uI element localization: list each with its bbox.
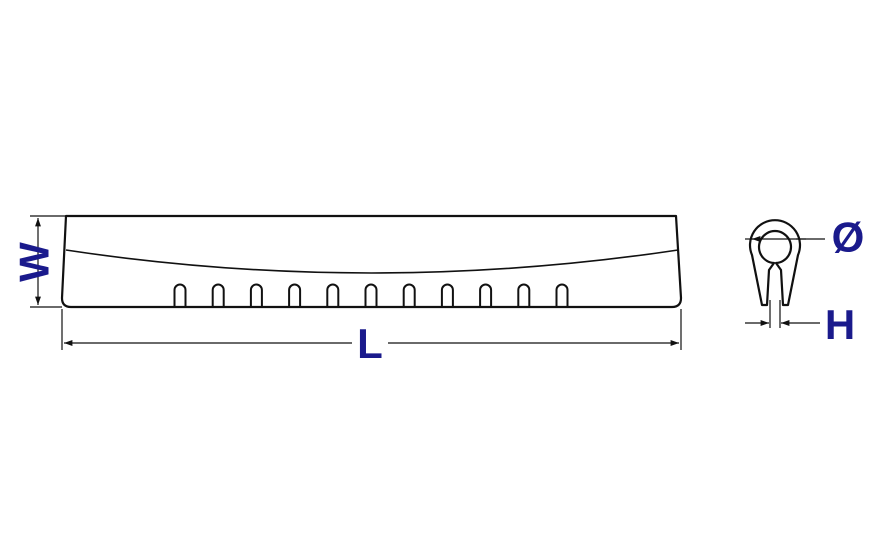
- comb-slot: [288, 283, 302, 307]
- comb-slot: [402, 283, 416, 307]
- comb-slot: [479, 283, 493, 307]
- comb-slot: [326, 283, 340, 307]
- comb-slot: [173, 283, 187, 307]
- w-label: W: [11, 242, 58, 282]
- comb-slot: [249, 283, 263, 307]
- slot-group: [173, 283, 569, 307]
- comb-slot: [555, 283, 569, 307]
- comb-slot: [364, 283, 378, 307]
- diameter-label: Ø: [832, 214, 865, 261]
- comb-slot: [440, 283, 454, 307]
- profile-outline: [748, 219, 802, 307]
- strip-bevel-curve: [65, 249, 679, 274]
- dimension-w: W: [11, 215, 66, 308]
- dimension-l: L: [61, 309, 682, 367]
- l-label: L: [357, 320, 383, 367]
- front-view: [60, 214, 683, 309]
- comb-slot: [517, 283, 531, 307]
- comb-slot: [211, 283, 225, 307]
- h-label: H: [825, 301, 855, 348]
- side-view: Ø H: [745, 214, 864, 348]
